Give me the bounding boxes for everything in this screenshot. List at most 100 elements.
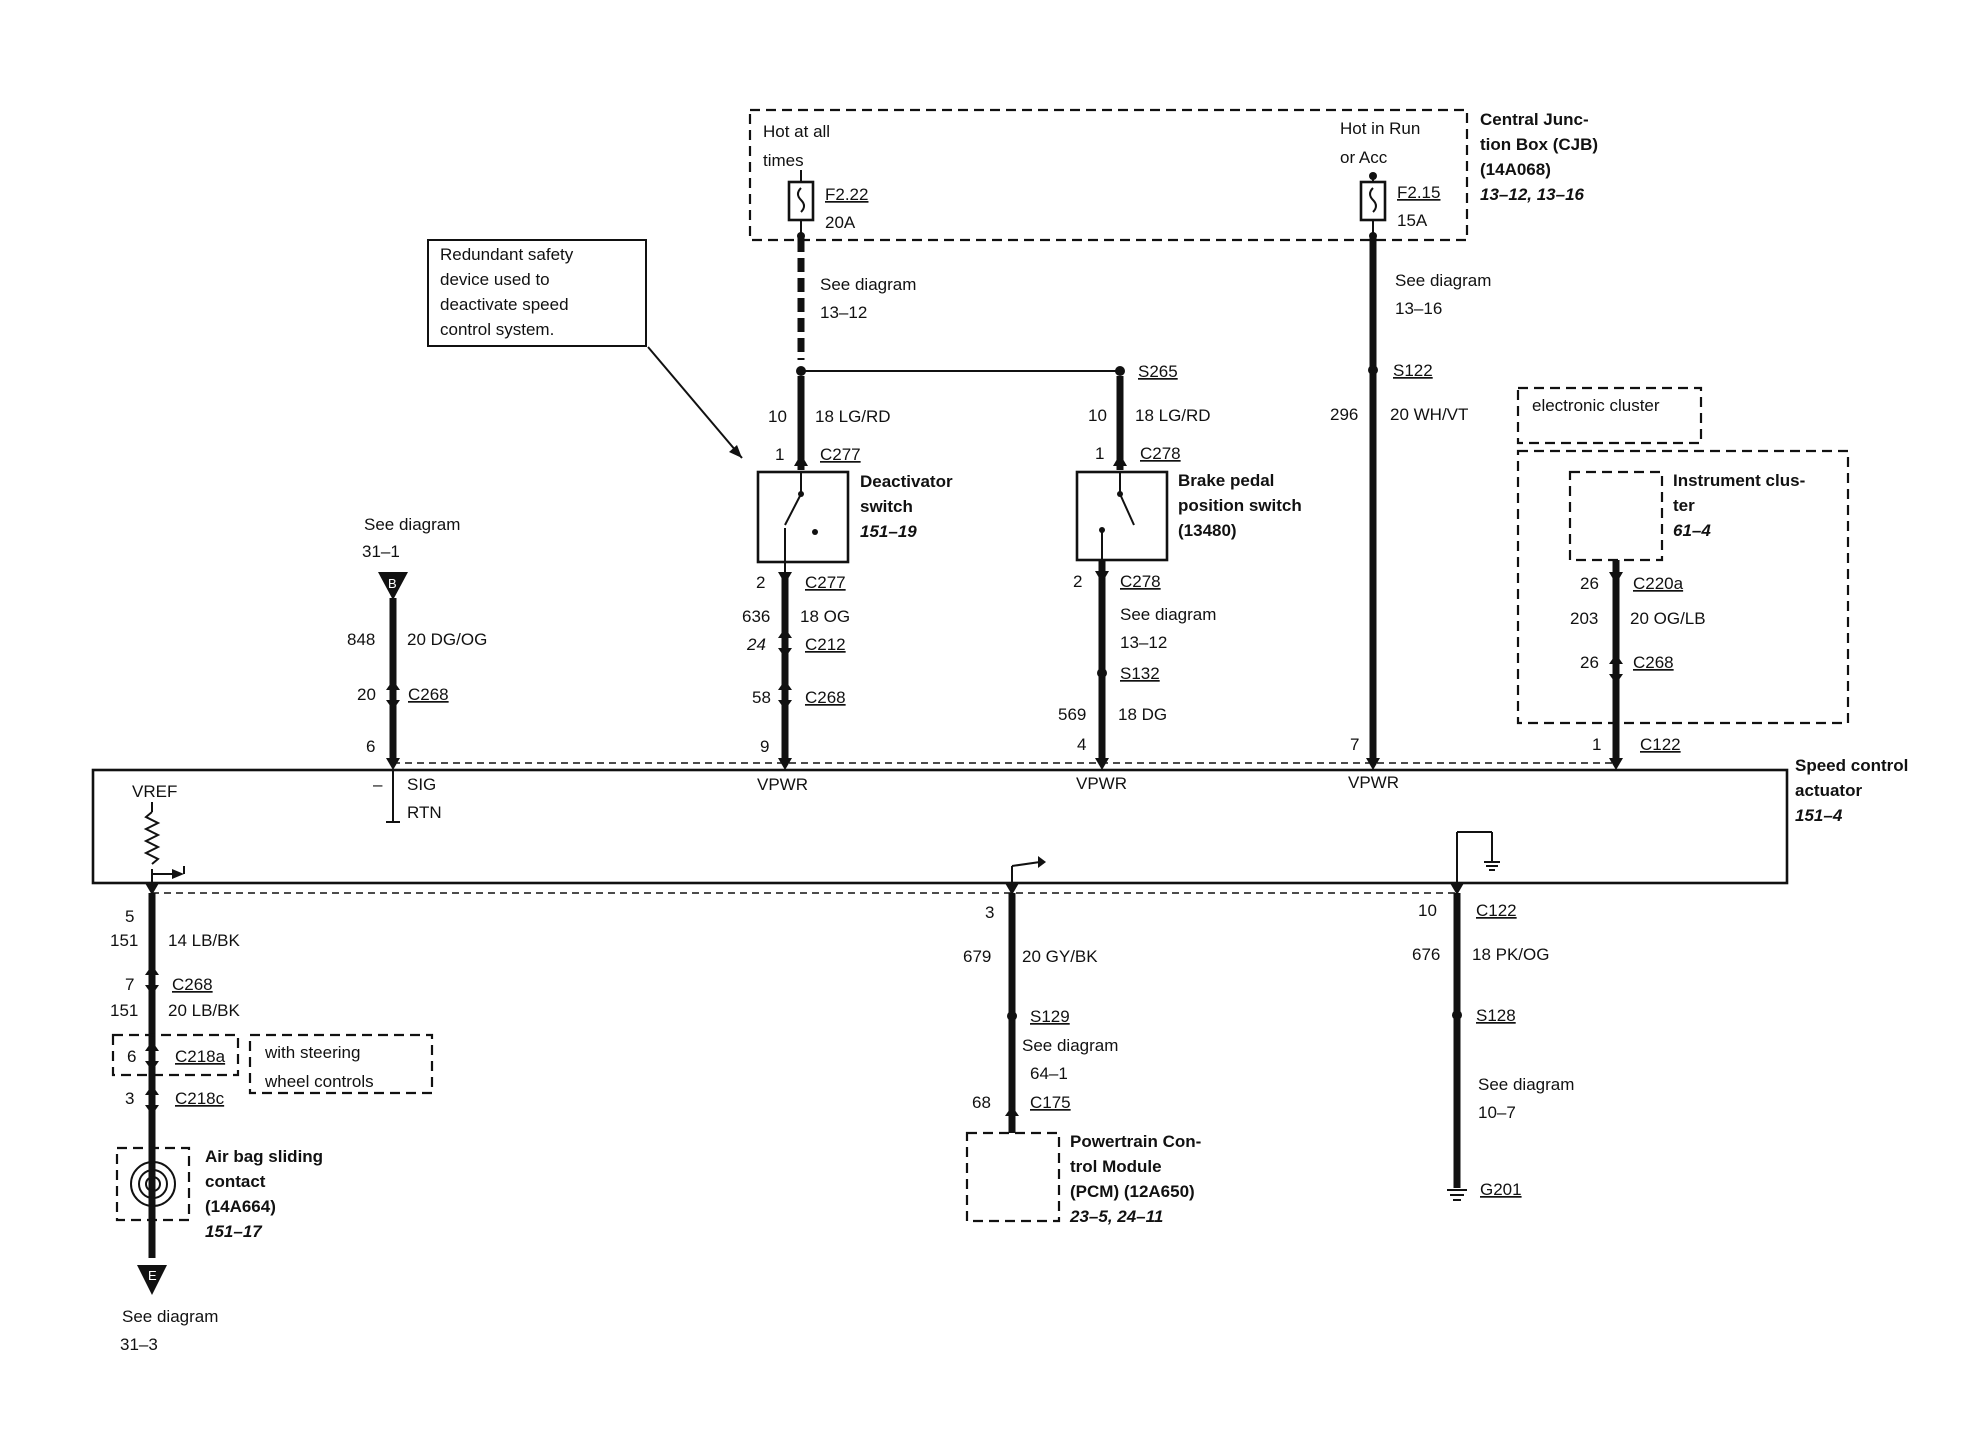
airbag-name-1: Air bag sliding <box>205 1147 323 1166</box>
c218a-connector-icon <box>145 1041 159 1071</box>
ground-see-diagram: See diagram <box>1478 1075 1574 1094</box>
deactivator-name-2: switch <box>860 497 913 516</box>
pcm-see-diagram-ref: 64–1 <box>1030 1064 1068 1083</box>
brake-bottom-wire: 18 DG <box>1118 705 1167 724</box>
airbag-name-2: contact <box>205 1172 266 1191</box>
splice-s129-dot <box>1007 1011 1017 1021</box>
c220a-pin: 26 <box>1580 574 1599 593</box>
splice-s122-dot <box>1368 365 1378 375</box>
steering-controls-2: wheel controls <box>264 1072 374 1091</box>
pcm-name-3: (PCM) (12A650) <box>1070 1182 1195 1201</box>
brake-top-connector: C278 <box>1140 444 1181 463</box>
brake-bottom-connector: C278 <box>1120 572 1161 591</box>
see-diagram-a: See diagram <box>820 275 916 294</box>
airbag-name-3: (14A664) <box>205 1197 276 1216</box>
c122-upper-connector: C122 <box>1640 735 1681 754</box>
instrument-cluster-ref: 61–4 <box>1673 521 1711 540</box>
splice-s265-label: S265 <box>1138 362 1178 381</box>
c268-deactivator-pin: 58 <box>752 688 771 707</box>
lower-left-see-diagram: See diagram <box>122 1307 218 1326</box>
actuator-ground-icon <box>1456 831 1500 883</box>
cluster-circuit: 203 <box>1570 609 1598 628</box>
fuse-f2-15-rating: 15A <box>1397 211 1428 230</box>
pcm-see-diagram: See diagram <box>1022 1036 1118 1055</box>
brake-bottom-circuit: 569 <box>1058 705 1086 724</box>
ground-wire: 18 PK/OG <box>1472 945 1549 964</box>
actuator-name-1: Speed control <box>1795 756 1908 775</box>
c220a-connector: C220a <box>1633 574 1684 593</box>
potentiometer-icon <box>143 802 185 883</box>
splice-s129-label: S129 <box>1030 1007 1070 1026</box>
g201-ground-icon <box>1447 1189 1467 1201</box>
c218a-pin: 6 <box>127 1047 136 1066</box>
cjb-ref: 13–12, 13–16 <box>1480 185 1585 204</box>
brake-name-1: Brake pedal <box>1178 471 1274 490</box>
see-diagram-a-ref: 13–12 <box>820 303 867 322</box>
note-line-1: Redundant safety <box>440 245 574 264</box>
c268-left-connector: C268 <box>408 685 449 704</box>
splice-s265-dot <box>1115 366 1125 376</box>
cjb-title-2: tion Box (CJB) <box>1480 135 1598 154</box>
cjb-title-1: Central Junc- <box>1480 110 1589 129</box>
instrument-cluster-box <box>1568 470 1664 562</box>
note-line-4: control system. <box>440 320 554 339</box>
c218c-connector: C218c <box>175 1089 225 1108</box>
ground-circuit: 676 <box>1412 945 1440 964</box>
deactivator-bottom-circuit: 636 <box>742 607 770 626</box>
deactivator-bottom-connector: C277 <box>805 573 846 592</box>
brake-bottom-pin: 2 <box>1073 572 1082 591</box>
fuse-f2-15-icon <box>1359 172 1387 240</box>
brake-top-circuit: 10 <box>1088 406 1107 425</box>
c268-left-connector-icon <box>386 680 400 710</box>
lower-e-letter: E <box>148 1268 157 1283</box>
c212-pin: 24 <box>746 635 766 654</box>
fuse-f2-22-id: F2.22 <box>825 185 868 204</box>
note-box <box>427 239 647 347</box>
left-b-page-connector-icon <box>378 572 408 600</box>
left-b-letter: B <box>388 576 397 591</box>
lower-left-pin-7: 7 <box>125 975 134 994</box>
c220a-connector-icon <box>1609 572 1623 584</box>
g201-label: G201 <box>1480 1180 1522 1199</box>
pcm-wire: 20 GY/BK <box>1022 947 1098 966</box>
wh-circuit-wire: 20 WH/VT <box>1390 405 1468 424</box>
deactivator-bottom-wire: 18 OG <box>800 607 850 626</box>
ground-see-diagram-ref: 10–7 <box>1478 1103 1516 1122</box>
c122-lower-connector: C122 <box>1476 901 1517 920</box>
splice-s132-label: S132 <box>1120 664 1160 683</box>
deactivator-name-1: Deactivator <box>860 472 953 491</box>
c268-cluster-connector: C268 <box>1633 653 1674 672</box>
note-line-2: device used to <box>440 270 550 289</box>
left-b-wire: 20 DG/OG <box>407 630 487 649</box>
see-diagram-b: See diagram <box>1395 271 1491 290</box>
deactivator-top-circuit: 10 <box>768 407 787 426</box>
cluster-wire: 20 OG/LB <box>1630 609 1706 628</box>
c175-connector: C175 <box>1030 1093 1071 1112</box>
c218c-pin: 3 <box>125 1089 134 1108</box>
actuator-pcm-switch-icon <box>1011 856 1046 883</box>
pcm-pin-3: 3 <box>985 903 994 922</box>
ground-pin-10: 10 <box>1418 901 1437 920</box>
brake-see-diagram: See diagram <box>1120 605 1216 624</box>
lower-e-page-connector-icon <box>137 1265 167 1295</box>
brake-top-connector-icon <box>1113 454 1127 466</box>
brake-see-diagram-ref: 13–12 <box>1120 633 1167 652</box>
hot-at-all-label-1: Hot at all <box>763 122 830 141</box>
c212-connector-icon <box>778 628 792 658</box>
vpwr-label-3: VPWR <box>1348 773 1399 792</box>
brake-top-pin: 1 <box>1095 444 1104 463</box>
deactivator-bottom-pin: 2 <box>756 573 765 592</box>
fuse-f2-22-rating: 20A <box>825 213 856 232</box>
lower-left-circuit-2: 151 <box>110 1001 138 1020</box>
c175-connector-icon <box>1005 1106 1019 1116</box>
clockspring-icon <box>130 1161 176 1207</box>
hot-at-all-label-2: times <box>763 151 804 170</box>
airbag-ref: 151–17 <box>205 1222 263 1241</box>
actuator-pin-6: 6 <box>366 737 375 756</box>
speed-control-actuator-box <box>91 768 1789 885</box>
c268-cluster-pin: 26 <box>1580 653 1599 672</box>
left-b-see-diagram: See diagram <box>364 515 460 534</box>
deactivator-top-wire: 18 LG/RD <box>815 407 891 426</box>
splice-s122-label: S122 <box>1393 361 1433 380</box>
